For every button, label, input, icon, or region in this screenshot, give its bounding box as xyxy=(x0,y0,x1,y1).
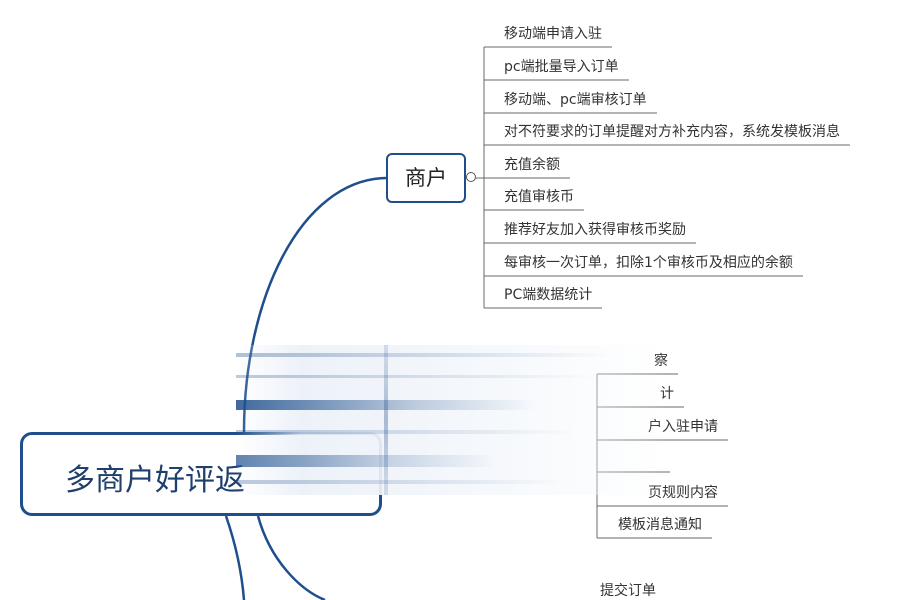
collapse-toggle-icon[interactable] xyxy=(466,172,476,182)
partial-item[interactable]: 模板消息通知 xyxy=(618,517,702,533)
root-label: 多商户好评返 xyxy=(65,463,245,498)
merchant-item[interactable]: 移动端、pc端审核订单 xyxy=(504,92,647,108)
merchant-item[interactable]: 移动端申请入驻 xyxy=(504,26,602,42)
merchant-item[interactable]: 充值审核币 xyxy=(504,189,574,205)
root-node[interactable]: 多商户好评返 xyxy=(20,432,382,516)
merchant-item[interactable]: 充值余额 xyxy=(504,157,560,173)
merchant-node[interactable]: 商户 xyxy=(386,153,466,203)
merchant-item[interactable]: PC端数据统计 xyxy=(504,287,593,303)
partial-item[interactable]: 计 xyxy=(660,386,674,402)
partial-item[interactable]: 户入驻申请 xyxy=(648,419,718,435)
branch-to-merchant xyxy=(242,176,387,433)
partial-item[interactable]: 页规则内容 xyxy=(648,485,718,501)
merchant-item[interactable]: 推荐好友加入获得审核币奖励 xyxy=(504,222,686,238)
branch-to-bottom-upper xyxy=(256,515,326,600)
merchant-connectors xyxy=(476,46,850,309)
bottom-item[interactable]: 提交订单 xyxy=(600,583,656,599)
merchant-item[interactable]: pc端批量导入订单 xyxy=(504,59,619,75)
branch-to-bottom-lower xyxy=(224,515,246,600)
merchant-item[interactable]: 对不符要求的订单提醒对方补充内容，系统发模板消息 xyxy=(504,124,840,140)
merchant-item[interactable]: 每审核一次订单，扣除1个审核币及相应的余额 xyxy=(504,255,793,271)
partial-item[interactable]: 察 xyxy=(654,353,668,369)
